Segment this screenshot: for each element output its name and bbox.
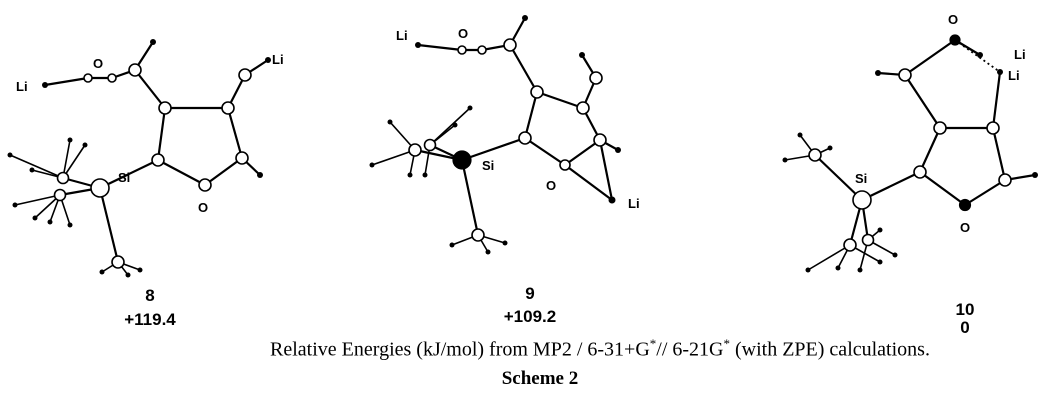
caption-superscript-1: * xyxy=(649,336,657,351)
molecule-8-bonds xyxy=(9,40,270,276)
compound-10-energy: 0 xyxy=(960,318,970,337)
molecule-8-si-label: Si xyxy=(118,170,130,185)
molecule-8-o-ring-label: O xyxy=(198,200,208,215)
molecule-9-si-label: Si xyxy=(482,158,494,173)
caption-text-before: Relative Energies (kJ/mol) from MP2 / 6-… xyxy=(270,338,650,361)
molecule-10-o-ring-label: O xyxy=(960,220,970,235)
molecule-9-o-ring-label: O xyxy=(546,178,556,193)
molecule-9-si-atom xyxy=(452,150,472,170)
molecule-9-li-top-label: Li xyxy=(396,28,408,43)
figure-caption: Relative Energies (kJ/mol) from MP2 / 6-… xyxy=(240,336,960,362)
molecule-8-li-right-label: Li xyxy=(272,52,284,67)
molecule-8-atoms xyxy=(7,39,271,278)
caption-superscript-2: * xyxy=(723,336,731,351)
molecule-10: O Li Li Si O xyxy=(782,12,1038,273)
molecule-8-li-left-label: Li xyxy=(16,79,28,94)
molecule-10-o-top-label: O xyxy=(948,12,958,27)
molecule-10-o-top-atom xyxy=(949,34,961,46)
molecule-8-o-top-label: O xyxy=(93,56,103,71)
molecule-10-li-b-label: Li xyxy=(1008,68,1020,83)
molecule-9-atoms xyxy=(369,15,621,255)
compound-10-number: 10 xyxy=(955,300,975,319)
compound-8-energy: +119.4 xyxy=(124,310,176,329)
molecule-8: Li O Li Si O xyxy=(7,39,284,278)
compound-9-number: 9 xyxy=(525,284,535,303)
molecule-10-atoms xyxy=(782,34,1038,273)
molecule-8-si-atom xyxy=(90,178,110,198)
molecule-10-si-label: Si xyxy=(855,171,867,186)
molecule-9: Li O Si O Li xyxy=(369,15,640,255)
compound-9-energy: +109.2 xyxy=(503,307,557,326)
molecule-10-li-a-label: Li xyxy=(1014,47,1026,62)
caption-text-after: (with ZPE) calculations. xyxy=(730,338,930,361)
molecule-10-si-atom xyxy=(852,190,872,210)
caption-text-middle: // 6-21G xyxy=(656,338,724,361)
molecule-9-li-bridge-label: Li xyxy=(628,196,640,211)
molecule-9-o-top-label: O xyxy=(458,26,468,41)
molecule-10-o-ring-atom xyxy=(958,198,972,212)
compound-8-number: 8 xyxy=(145,286,155,305)
scheme-title: Scheme 2 xyxy=(501,368,579,389)
